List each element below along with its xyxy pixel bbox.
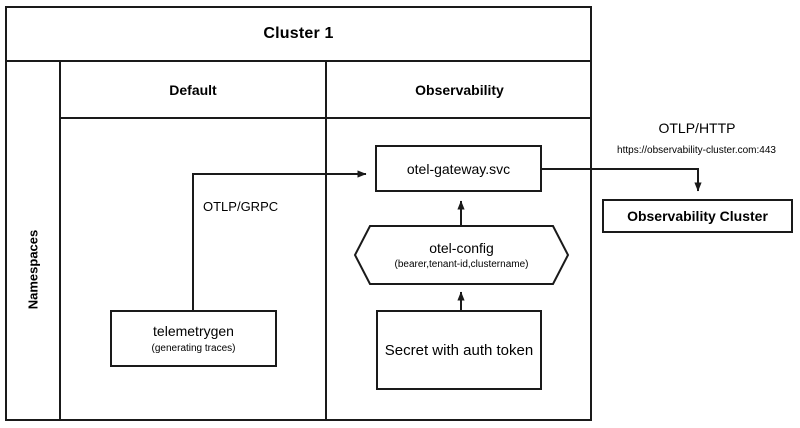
node-otel-config-label: otel-config [429, 239, 494, 256]
column-header-observability: Observability [415, 81, 504, 98]
cluster-title: Cluster 1 [263, 24, 334, 42]
node-secret-label: Secret with auth token [384, 341, 534, 359]
node-otel-config[interactable]: otel-config (bearer,tenant-id,clusternam… [355, 226, 568, 284]
node-secret[interactable]: Secret with auth token [376, 310, 542, 390]
node-observability-cluster-label: Observability Cluster [627, 208, 768, 224]
node-telemetrygen[interactable]: telemetrygen (generating traces) [110, 310, 277, 367]
node-observability-cluster[interactable]: Observability Cluster [602, 199, 793, 233]
cluster-title-separator [5, 60, 592, 62]
node-otel-gateway[interactable]: otel-gateway.svc [375, 145, 542, 192]
namespaces-column-divider [59, 60, 61, 421]
edge-telemetrygen-to-gateway [192, 170, 367, 310]
edge-label-otlp-grpc: OTLP/GRPC [203, 199, 279, 214]
otel-config-hexagon-shape [353, 225, 570, 285]
edge-label-observability-cluster-url: https://observability-cluster.com:443 [617, 145, 776, 156]
namespace-column-divider [325, 60, 327, 421]
node-otel-config-sublabel: (bearer,tenant-id,clustername) [394, 258, 529, 270]
column-header-default: Default [169, 81, 217, 98]
node-telemetrygen-sublabel: (generating traces) [151, 342, 236, 354]
node-telemetrygen-label: telemetrygen [153, 322, 234, 339]
node-otel-gateway-label: otel-gateway.svc [406, 160, 511, 177]
edge-label-otlp-http: OTLP/HTTP [658, 120, 736, 136]
edge-gateway-to-observability-cluster [542, 168, 702, 192]
